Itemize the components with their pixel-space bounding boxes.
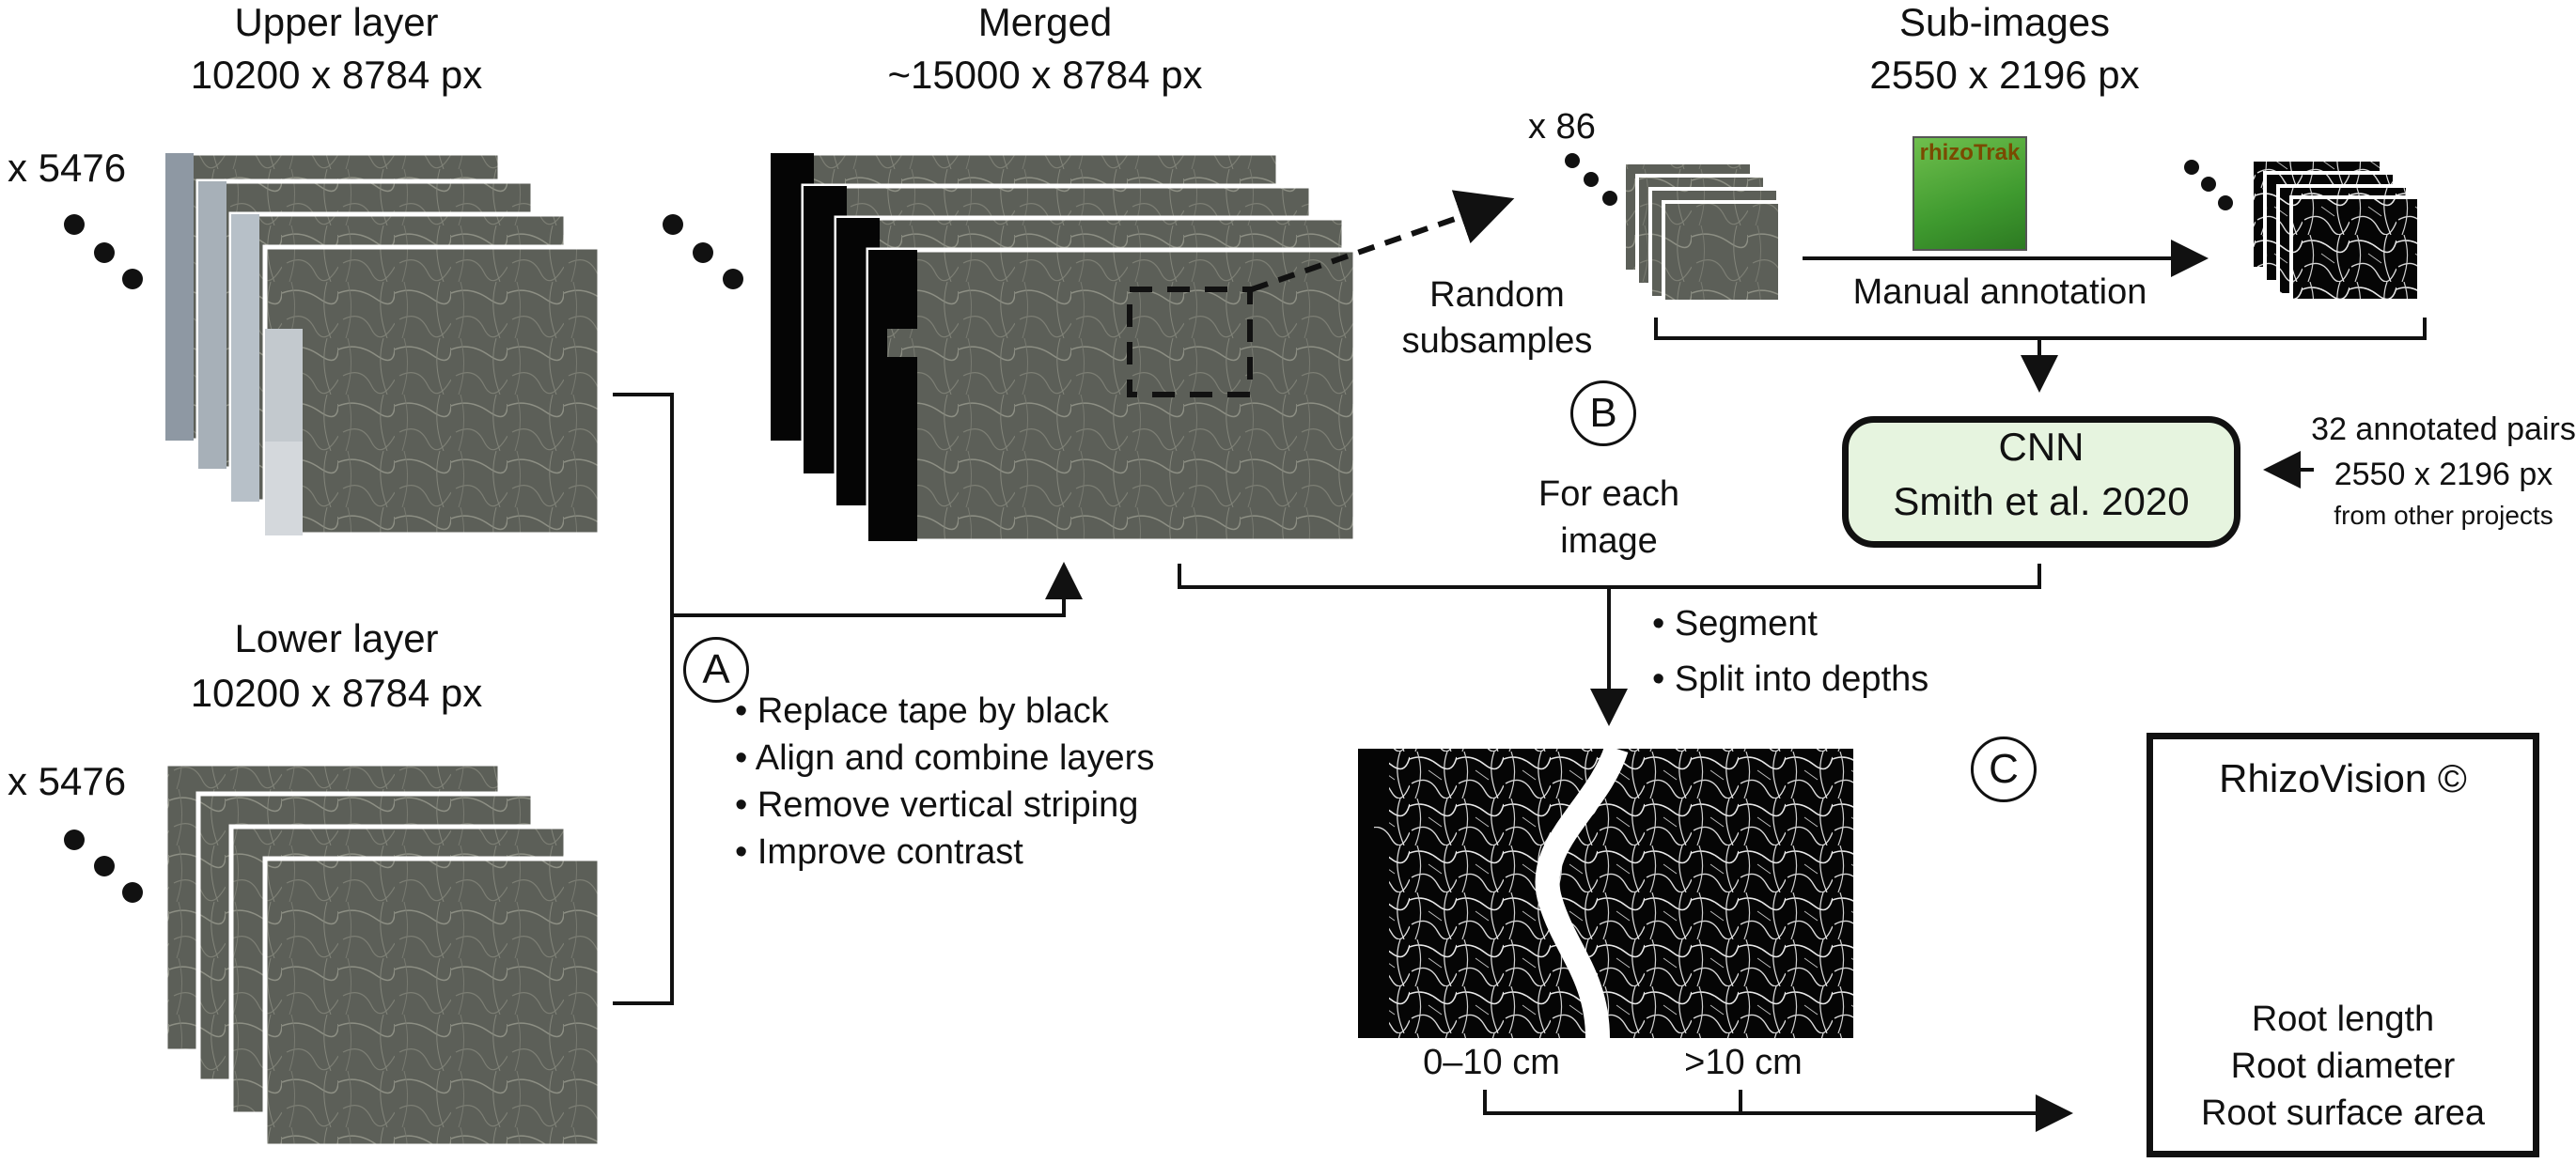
annotated-pairs-line-3: from other projects bbox=[2334, 501, 2553, 530]
sub-count: x 86 bbox=[1528, 107, 1596, 147]
merged-size: ~15000 x 8784 px bbox=[887, 53, 1203, 97]
subimage-stack bbox=[1622, 161, 1782, 303]
step-a-badge: A bbox=[683, 637, 749, 703]
upper-layer-size: 10200 x 8784 px bbox=[190, 53, 483, 97]
random-subsamples-line-2: subsamples bbox=[1401, 321, 1593, 361]
segmented-image bbox=[1358, 744, 1853, 1039]
cnn-reference: Smith et al. 2020 bbox=[1893, 479, 2190, 523]
lower-layer-title: Lower layer bbox=[234, 616, 439, 660]
connectors bbox=[613, 190, 2427, 1132]
merged-stack bbox=[768, 150, 1358, 544]
step-a-bullet-1: • Replace tape by black bbox=[735, 691, 1109, 731]
step-a-bullet-4: • Improve contrast bbox=[735, 832, 1023, 872]
cnn-box bbox=[1842, 416, 2240, 548]
step-a-bullet-2: • Align and combine layers bbox=[735, 738, 1155, 778]
annotated-pairs-line-2: 2550 x 2196 px bbox=[2334, 457, 2553, 492]
manual-annotation-label: Manual annotation bbox=[1852, 272, 2147, 312]
upper-count: x 5476 bbox=[8, 146, 127, 190]
output-root-length: Root length bbox=[2251, 1000, 2435, 1039]
step-b-badge: B bbox=[1570, 380, 1636, 446]
segment-bullet-1: • Segment bbox=[1652, 604, 1818, 644]
upper-layer-title: Upper layer bbox=[234, 0, 439, 44]
for-each-image-line-2: image bbox=[1560, 521, 1658, 561]
for-each-image-line-1: For each bbox=[1538, 474, 1679, 514]
rhizovision-box bbox=[2147, 733, 2539, 1157]
step-c-badge: C bbox=[1971, 737, 2037, 802]
upper-layer-stack bbox=[163, 150, 602, 537]
depth-deep-label: >10 cm bbox=[1684, 1043, 1803, 1082]
merged-title: Merged bbox=[977, 0, 1113, 44]
rhizotrak-logo: rhizoTrak bbox=[1912, 136, 2027, 251]
annotated-stack bbox=[2250, 158, 2421, 302]
lower-layer-size: 10200 x 8784 px bbox=[190, 671, 483, 715]
rhizovision-title: RhizoVision © bbox=[2219, 756, 2467, 800]
cnn-title: CNN bbox=[1998, 425, 2084, 469]
depth-shallow-label: 0–10 cm bbox=[1423, 1043, 1560, 1082]
output-root-surface-area: Root surface area bbox=[2200, 1093, 2486, 1133]
output-root-diameter: Root diameter bbox=[2230, 1047, 2456, 1086]
step-a-bullet-3: • Remove vertical striping bbox=[735, 785, 1139, 825]
segment-bullet-2: • Split into depths bbox=[1652, 659, 1929, 699]
annotated-pairs-line-1: 32 annotated pairs bbox=[2311, 411, 2576, 447]
lower-count: x 5476 bbox=[8, 759, 127, 803]
lower-layer-stack bbox=[163, 761, 602, 1149]
sub-images-title: Sub-images bbox=[1898, 0, 2111, 44]
sub-images-size: 2550 x 2196 px bbox=[1869, 53, 2140, 97]
rhizotrak-label: rhizoTrak bbox=[1919, 140, 2021, 165]
random-subsamples-line-1: Random bbox=[1429, 275, 1565, 315]
